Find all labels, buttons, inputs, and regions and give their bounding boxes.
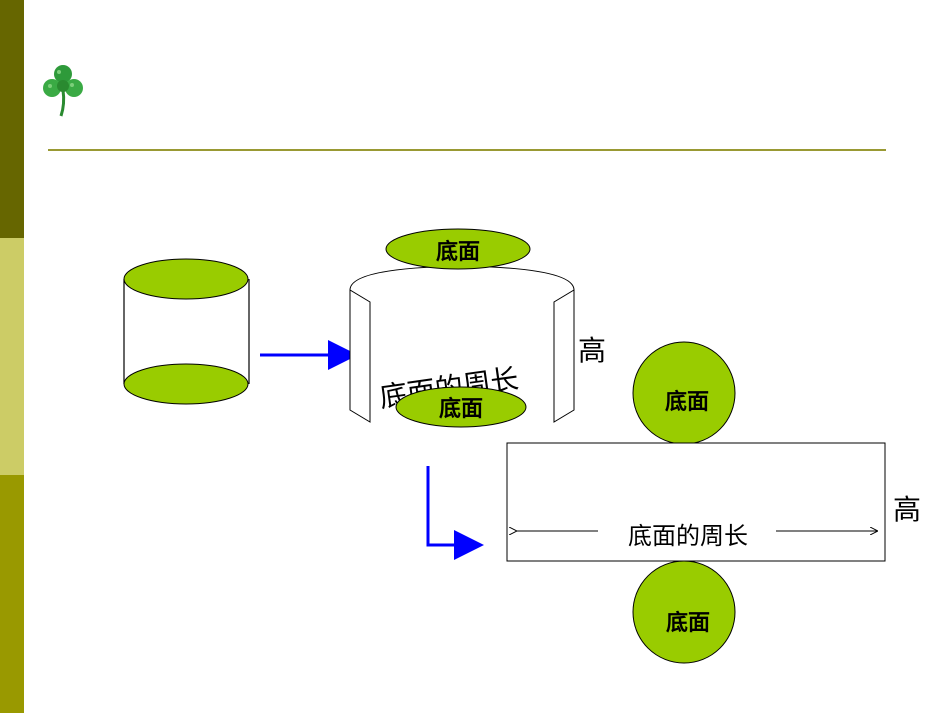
cylinder-bottom-base xyxy=(123,363,249,405)
top-base-label: 底面 xyxy=(436,239,480,265)
net-top-base-label: 底面 xyxy=(665,389,709,415)
unrolling-cylinder xyxy=(349,265,575,423)
sidebar-band-middle xyxy=(0,238,24,475)
bottom-base-label: 底面 xyxy=(439,396,483,422)
cylinder-top-base xyxy=(123,258,249,300)
net-circumference-label: 底面的周长 xyxy=(628,522,748,550)
cylinder-height-label: 高 xyxy=(578,334,606,367)
top-base-ellipse: 底面 xyxy=(385,228,531,270)
net-bottom-base-label: 底面 xyxy=(666,610,710,636)
cylinder-solid xyxy=(123,258,250,405)
net-height-label: 高 xyxy=(893,493,921,526)
shamrock-icon xyxy=(43,65,83,117)
net-bottom-base: 底面 xyxy=(632,560,736,664)
sidebar-band-top xyxy=(0,0,24,238)
net-top-base: 底面 xyxy=(632,341,736,445)
bottom-base-ellipse: 底面 xyxy=(395,386,527,428)
title-divider xyxy=(48,149,886,151)
net-arrow xyxy=(426,466,484,560)
sidebar-band-bottom xyxy=(0,475,24,713)
net-lateral-rectangle xyxy=(506,442,886,562)
